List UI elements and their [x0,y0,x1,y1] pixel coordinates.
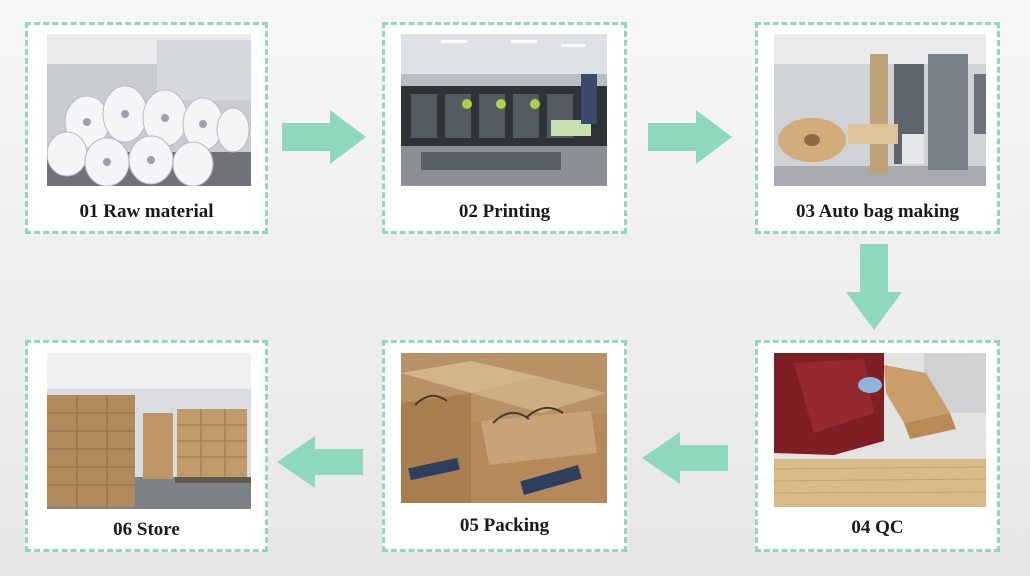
packing-boxes-image [401,353,607,503]
step-label: 02 Printing [458,201,551,222]
step-label: 06 Store [113,519,180,540]
quality-check-image [774,353,986,507]
bag-making-machine-image [774,34,986,186]
step-packing: 05 Packing [382,340,627,552]
step-qc: 04 QC [755,340,1000,552]
step-store: 06 Store [25,340,268,552]
step-raw-material: 01 Raw material [25,22,268,234]
step-printing: 02 Printing [382,22,627,234]
step-label: 01 Raw material [79,201,214,222]
photo-raw-material [47,34,251,186]
arrow-left-icon [277,436,363,488]
photo-store [47,353,251,509]
step-auto-bag-making: 03 Auto bag making [755,22,1000,234]
photo-qc [774,353,986,507]
arrow-down-icon [846,244,902,330]
step-label: 04 QC [851,517,904,538]
warehouse-storage-image [47,353,251,509]
printing-machine-image [401,34,607,186]
photo-auto-bag-making [774,34,986,186]
photo-packing [401,353,607,503]
arrow-left-icon [642,432,728,484]
arrow-right-icon [648,110,732,164]
arrow-right-icon [282,110,366,164]
photo-printing [401,34,607,186]
paper-rolls-image [47,34,251,186]
step-label: 05 Packing [459,515,550,536]
step-label: 03 Auto bag making [795,201,960,222]
